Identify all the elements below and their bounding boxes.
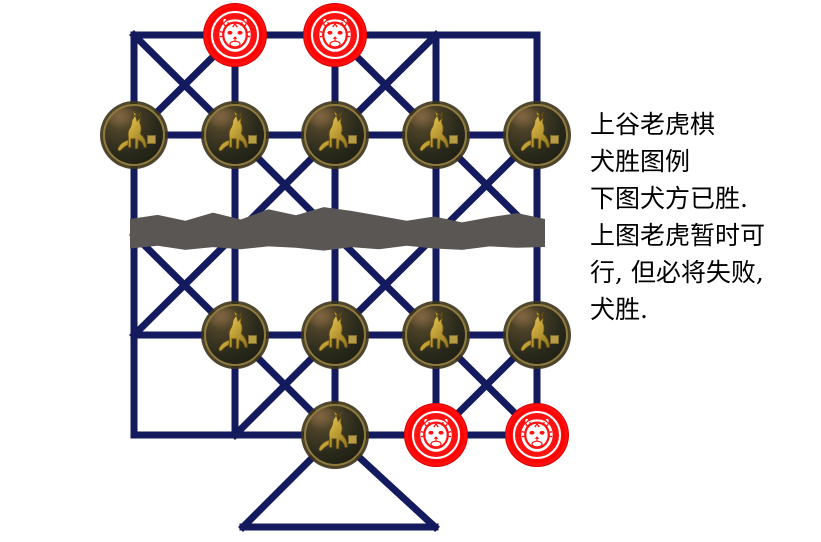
dog-piece-seal-mark — [248, 335, 257, 344]
dog-piece-seal-mark — [348, 435, 357, 444]
dog-icon — [419, 311, 449, 352]
dog-piece-seal-mark — [348, 135, 357, 144]
dog-piece[interactable] — [103, 104, 165, 166]
dog-piece-seal-mark — [550, 335, 559, 344]
dog-icon — [419, 111, 449, 152]
dog-icon — [318, 111, 348, 152]
dog-icon — [318, 311, 348, 352]
caption-text-block: 上谷老虎棋犬胜图例下图犬方已胜. 上图老虎暂时可行, 但必将失败, 犬胜. — [590, 106, 818, 328]
caption-line-6: 犬胜. — [590, 295, 648, 324]
dog-piece[interactable] — [304, 304, 366, 366]
dog-piece-seal-mark — [147, 135, 156, 144]
tiger-piece-ring — [513, 411, 561, 459]
caption-line-1: 上谷老虎棋 — [590, 110, 716, 139]
dog-piece[interactable] — [405, 104, 467, 166]
dog-piece-seal-mark — [248, 135, 257, 144]
caption-line-5: 行, 但必将失败, — [590, 258, 764, 287]
tiger-face-icon — [420, 418, 452, 452]
dog-piece[interactable] — [405, 304, 467, 366]
dog-icon — [520, 111, 550, 152]
caption-line-4: 上图老虎暂时可 — [590, 221, 766, 250]
dog-piece[interactable] — [304, 104, 366, 166]
tiger-piece[interactable] — [304, 4, 366, 66]
dog-piece-seal-mark — [449, 335, 458, 344]
tiger-piece[interactable] — [204, 4, 266, 66]
tiger-face-icon — [521, 418, 553, 452]
dog-piece[interactable] — [304, 404, 366, 466]
tiger-piece[interactable] — [506, 404, 568, 466]
caption-line-3: 下图犬方已胜. — [590, 184, 748, 213]
dog-icon — [218, 111, 248, 152]
tiger-face-icon — [319, 18, 351, 52]
dog-piece-seal-mark — [449, 135, 458, 144]
dog-piece[interactable] — [506, 304, 568, 366]
tiger-face-icon — [219, 18, 251, 52]
dog-icon — [318, 411, 348, 452]
dog-piece[interactable] — [204, 304, 266, 366]
tiger-piece-ring — [311, 11, 359, 59]
dog-icon — [117, 111, 147, 152]
tiger-piece-ring — [412, 411, 460, 459]
dog-piece[interactable] — [506, 104, 568, 166]
dog-icon — [218, 311, 248, 352]
tiger-piece-ring — [211, 11, 259, 59]
tiger-piece[interactable] — [405, 404, 467, 466]
caption-line-2: 犬胜图例 — [590, 147, 691, 176]
dog-piece-seal-mark — [550, 135, 559, 144]
board-diagonal-3-1-b — [129, 230, 240, 340]
dog-icon — [520, 311, 550, 352]
dog-piece-seal-mark — [348, 335, 357, 344]
dog-piece[interactable] — [204, 104, 266, 166]
